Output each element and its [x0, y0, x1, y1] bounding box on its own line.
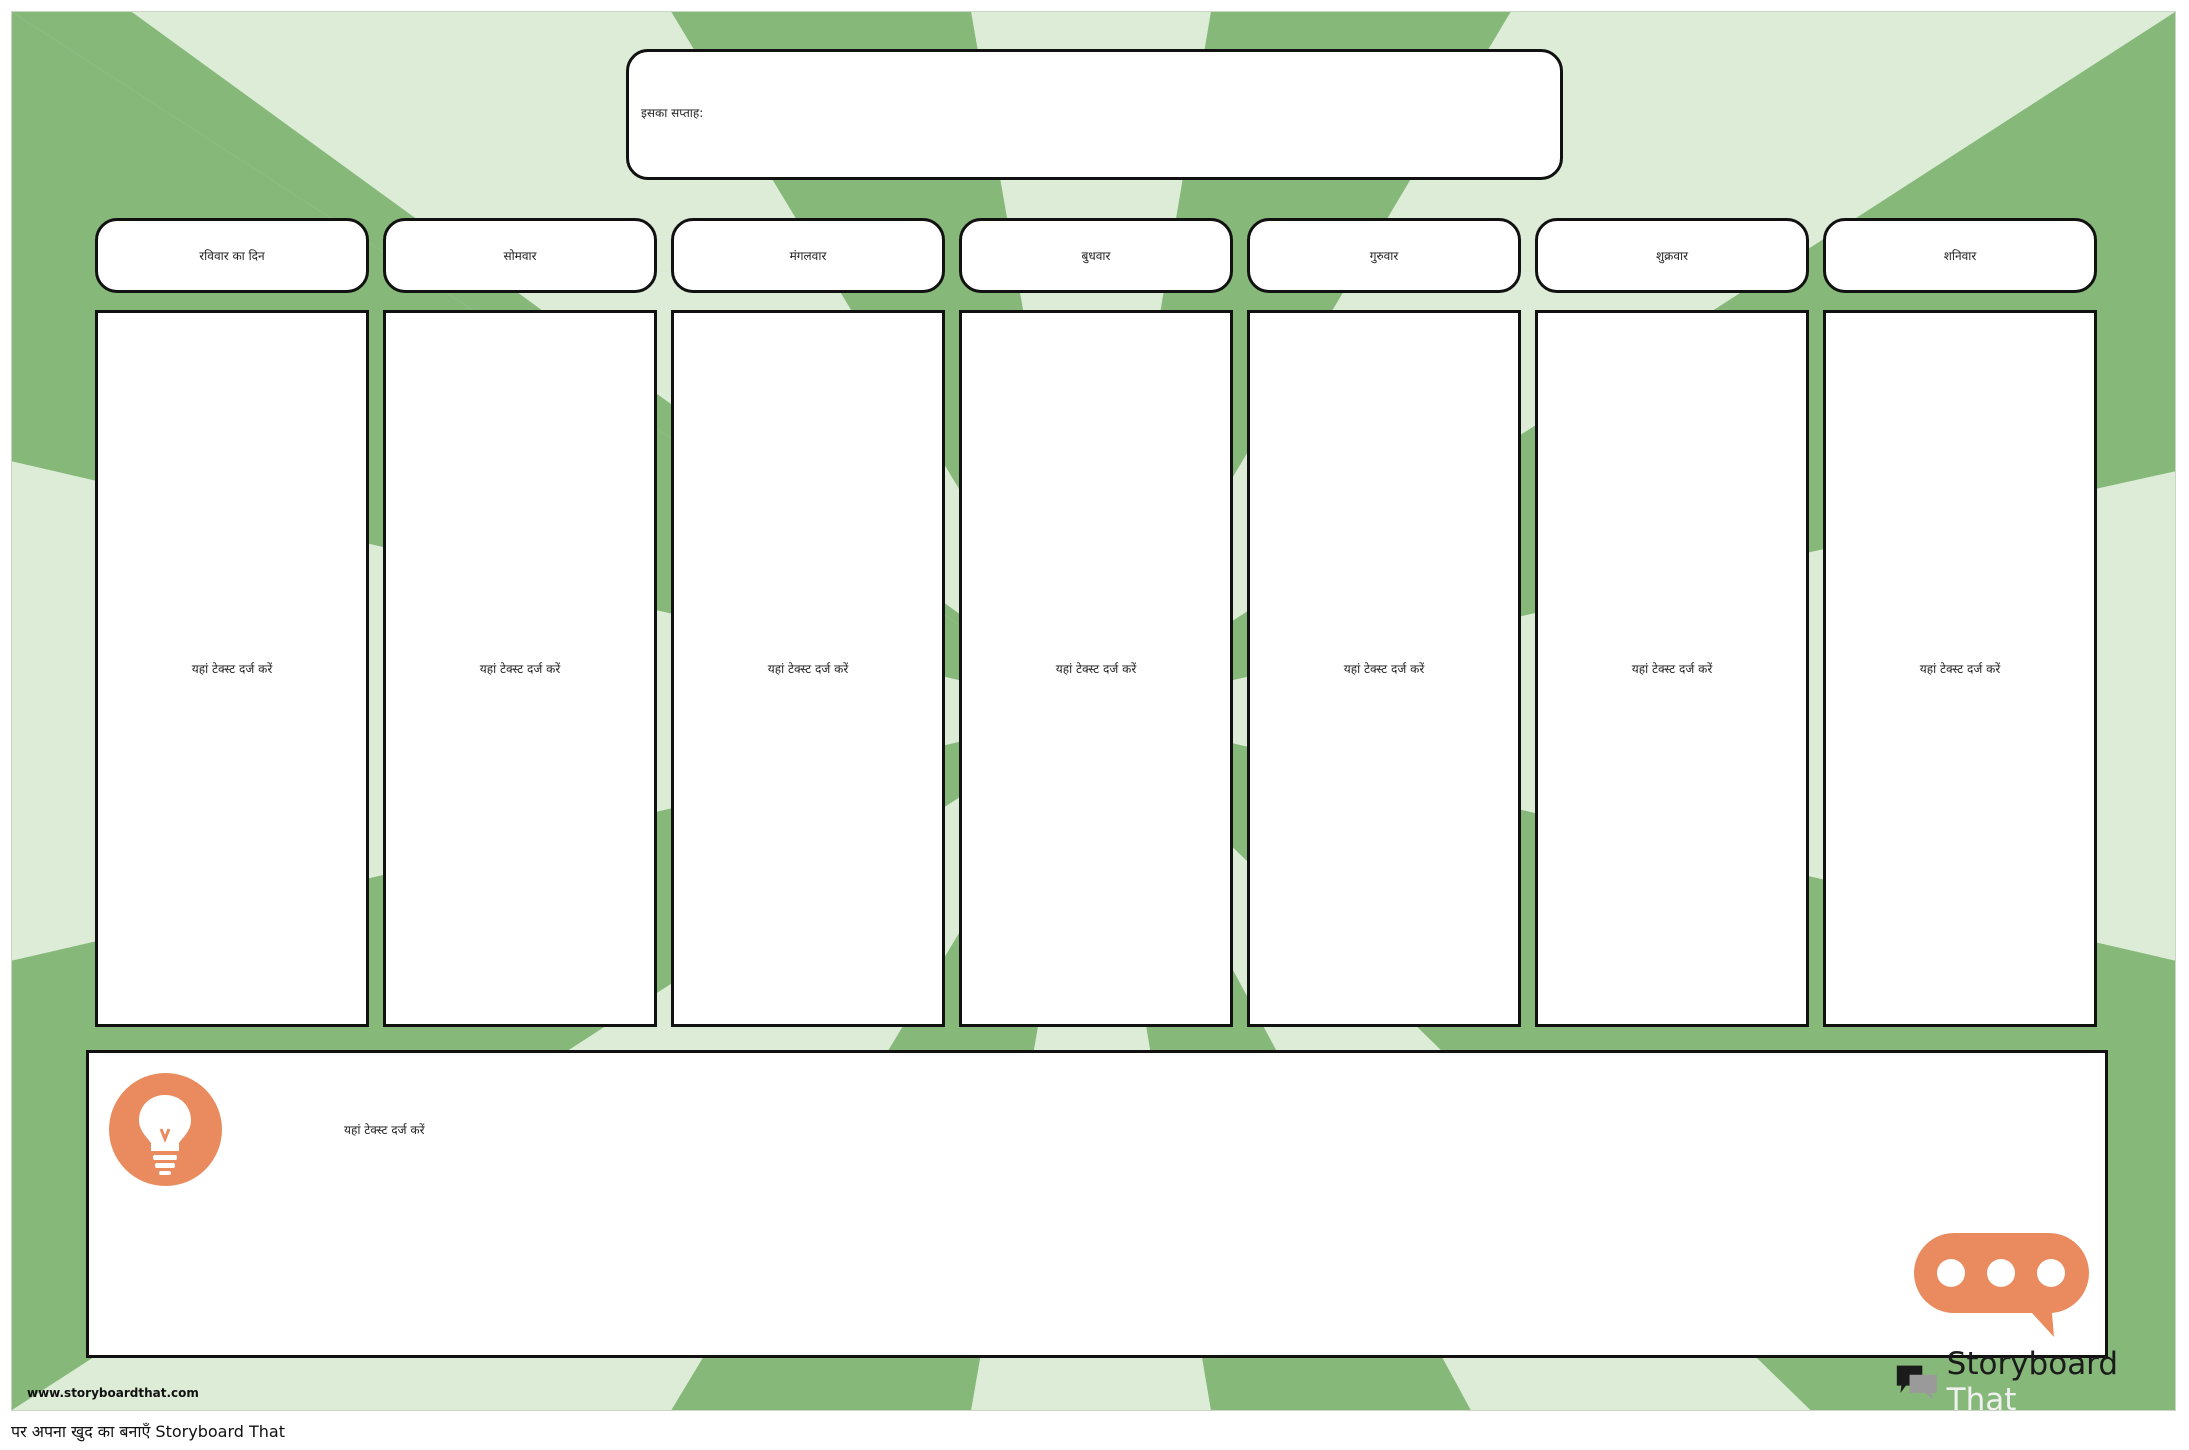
day-header-saturday[interactable]: शनिवार: [1823, 218, 2097, 293]
day-column-friday[interactable]: यहां टेक्स्ट दर्ज करें: [1535, 310, 1809, 1027]
speech-bubble-icon: [1914, 1233, 2089, 1337]
day-header-sunday[interactable]: रविवार का दिन: [95, 218, 369, 293]
storyboard-that-logo-icon: [1896, 1365, 1937, 1400]
day-header-label: मंगलवार: [789, 249, 827, 263]
day-header-label: सोमवार: [503, 249, 537, 263]
storyboard-that-logo: Storyboard That: [1895, 1346, 2175, 1410]
logo-word-that: That: [1946, 1382, 2017, 1411]
lightbulb-icon: [109, 1073, 222, 1186]
day-column-sunday[interactable]: यहां टेक्स्ट दर्ज करें: [95, 310, 369, 1027]
logo-wordmark: Storyboard That: [1946, 1346, 2175, 1411]
day-column-text: यहां टेक्स्ट दर्ज करें: [1919, 662, 2001, 676]
day-header-label: शनिवार: [1943, 249, 1977, 263]
day-column-text: यहां टेक्स्ट दर्ज करें: [1055, 662, 1137, 676]
day-header-label: रविवार का दिन: [199, 249, 265, 263]
day-header-label: गुरुवार: [1369, 249, 1399, 263]
day-header-label: शुक्रवार: [1655, 249, 1689, 263]
notes-text: यहां टेक्स्ट दर्ज करें: [344, 1123, 425, 1137]
logo-word-storyboard: Storyboard: [1946, 1346, 2119, 1382]
day-header-friday[interactable]: शुक्रवार: [1535, 218, 1809, 293]
week-title-box[interactable]: इसका सप्ताह:: [626, 49, 1563, 180]
day-column-text: यहां टेक्स्ट दर्ज करें: [767, 662, 849, 676]
day-header-thursday[interactable]: गुरुवार: [1247, 218, 1521, 293]
day-column-text: यहां टेक्स्ट दर्ज करें: [1343, 662, 1425, 676]
day-header-tuesday[interactable]: मंगलवार: [671, 218, 945, 293]
day-column-wednesday[interactable]: यहां टेक्स्ट दर्ज करें: [959, 310, 1233, 1027]
day-column-monday[interactable]: यहां टेक्स्ट दर्ज करें: [383, 310, 657, 1027]
day-column-text: यहां टेक्स्ट दर्ज करें: [191, 662, 273, 676]
worksheet-poster: इसका सप्ताह: रविवार का दिन सोमवार मंगलवा…: [11, 11, 2176, 1411]
notes-box[interactable]: यहां टेक्स्ट दर्ज करें: [86, 1050, 2108, 1358]
day-column-text: यहां टेक्स्ट दर्ज करें: [1631, 662, 1713, 676]
site-url: www.storyboardthat.com: [27, 1386, 199, 1400]
day-column-thursday[interactable]: यहां टेक्स्ट दर्ज करें: [1247, 310, 1521, 1027]
day-column-saturday[interactable]: यहां टेक्स्ट दर्ज करें: [1823, 310, 2097, 1027]
week-title-label: इसका सप्ताह:: [641, 106, 704, 120]
day-column-text: यहां टेक्स्ट दर्ज करें: [479, 662, 561, 676]
day-column-tuesday[interactable]: यहां टेक्स्ट दर्ज करें: [671, 310, 945, 1027]
day-header-wednesday[interactable]: बुधवार: [959, 218, 1233, 293]
footer-caption: पर अपना खुद का बनाएँ Storyboard That: [11, 1422, 285, 1441]
day-header-label: बुधवार: [1081, 249, 1111, 263]
day-header-monday[interactable]: सोमवार: [383, 218, 657, 293]
